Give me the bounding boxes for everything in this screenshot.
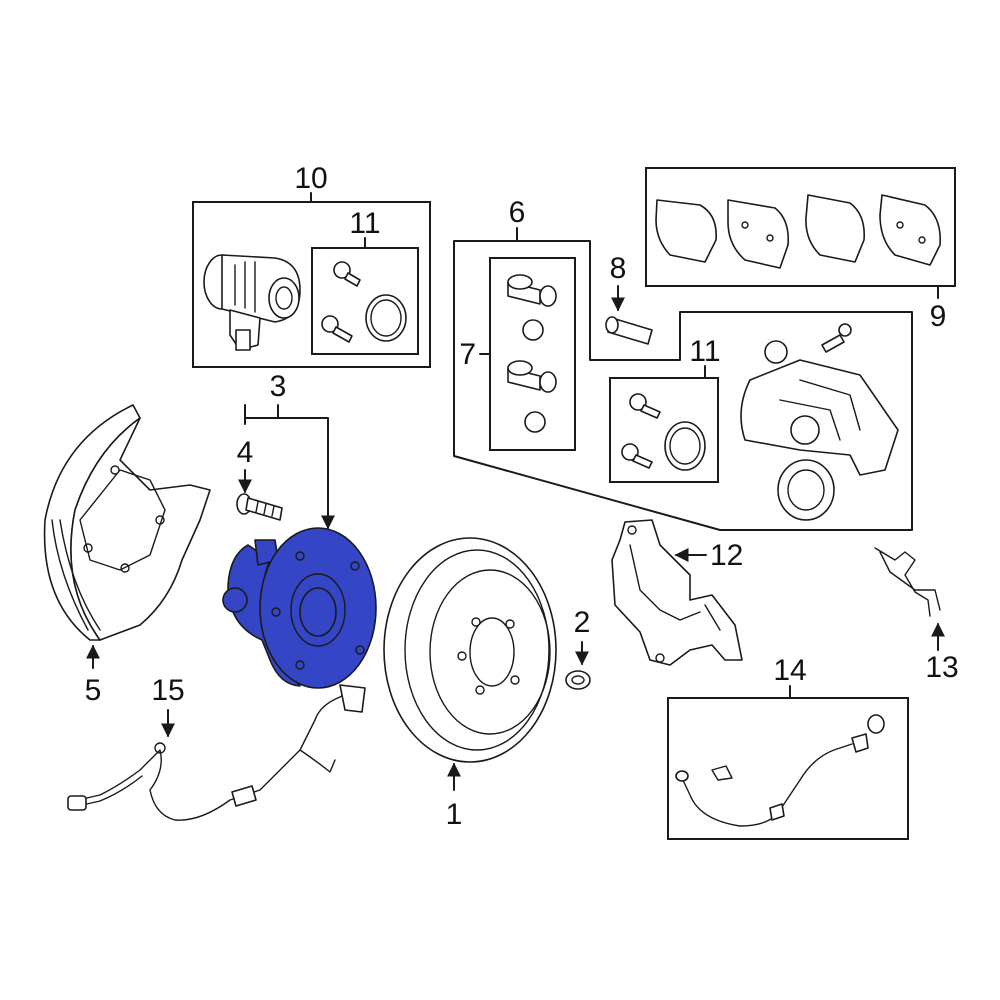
callout-group-10: 10 11: [192, 162, 431, 368]
callout-group-12: 12: [611, 519, 743, 666]
rotor-screw[interactable]: [565, 670, 591, 690]
callout-group-2: 2: [565, 606, 591, 690]
caliper-bracket[interactable]: [611, 519, 743, 666]
bolt-kit-top[interactable]: [321, 261, 407, 343]
callout-7[interactable]: 7: [459, 338, 476, 371]
guide-pin-kit[interactable]: [507, 274, 557, 433]
box-14: [667, 697, 909, 840]
box-11-top: [311, 247, 419, 355]
callout-group-5: 5: [43, 404, 211, 707]
box-9: [645, 167, 956, 287]
hub-assembly[interactable]: [222, 527, 377, 689]
box-11-right: [609, 377, 719, 483]
brake-caliper[interactable]: [740, 323, 899, 521]
callout-group-1: 1: [383, 537, 557, 831]
callout-2[interactable]: 2: [574, 606, 591, 639]
callout-1[interactable]: 1: [446, 798, 463, 831]
abs-wheel-speed-sensor[interactable]: [67, 684, 366, 821]
callout-3[interactable]: 3: [270, 370, 287, 403]
callout-13[interactable]: 13: [925, 651, 958, 684]
dust-shield[interactable]: [43, 404, 211, 641]
callout-9[interactable]: 9: [930, 300, 947, 333]
anti-rattle-spring[interactable]: [874, 547, 941, 617]
callout-10[interactable]: 10: [294, 162, 327, 195]
callout-group-14: 14: [667, 654, 909, 840]
callout-8[interactable]: 8: [610, 252, 627, 285]
callout-14[interactable]: 14: [773, 654, 806, 687]
callout-11-right[interactable]: 11: [689, 335, 720, 368]
callout-11-top[interactable]: 11: [349, 207, 380, 240]
callout-group-4: 4: [236, 436, 283, 521]
box-6: [453, 240, 913, 531]
brake-rotor[interactable]: [383, 537, 557, 763]
callout-15[interactable]: 15: [151, 674, 184, 707]
guide-pin[interactable]: [605, 316, 653, 345]
callout-group-9: 9: [645, 167, 956, 333]
callout-12[interactable]: 12: [710, 539, 743, 572]
callout-group-3: 3: [244, 370, 328, 528]
callout-6[interactable]: 6: [509, 196, 526, 229]
parking-brake-motor[interactable]: [203, 254, 301, 351]
brake-pads[interactable]: [655, 194, 942, 269]
bolt-kit-right[interactable]: [621, 393, 706, 471]
callout-4[interactable]: 4: [237, 436, 254, 469]
callout-group-15: 15: [67, 674, 366, 821]
wheel-stud[interactable]: [236, 493, 283, 521]
callout-5[interactable]: 5: [85, 674, 102, 707]
callout-group-6: 6 7 8 11: [453, 196, 913, 531]
abs-sensor-kit[interactable]: [675, 714, 885, 827]
callout-group-13: 13: [874, 547, 959, 684]
